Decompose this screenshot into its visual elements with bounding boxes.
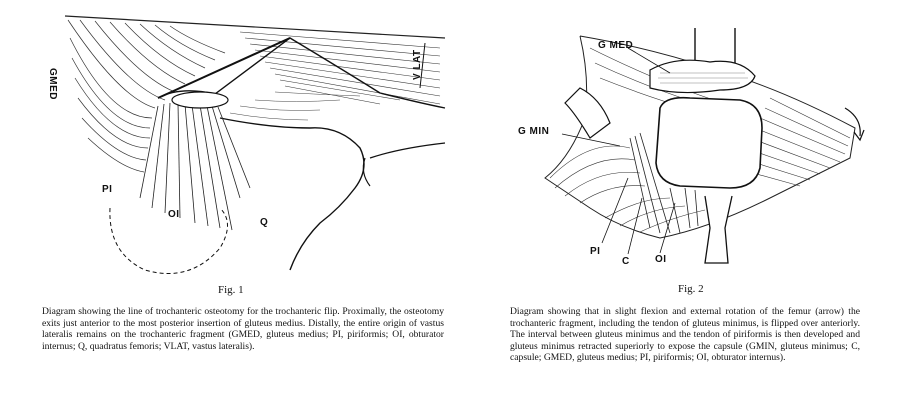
figure-2-title: Fig. 2 [678, 283, 704, 295]
figure-1-caption: Diagram showing the line of trochanteric… [42, 306, 444, 352]
label-c: C [622, 256, 630, 267]
figure-1-illustration [64, 15, 446, 274]
label-vlat: V LAT [412, 49, 423, 80]
label-gmin: G MIN [518, 126, 550, 137]
label-oi-fig2: OI [655, 254, 667, 265]
label-gmed-fig2: G MED [598, 40, 634, 51]
label-oi: OI [168, 209, 180, 220]
label-pi: PI [102, 184, 113, 195]
figure-2: G MED G MIN PI C OI Fig. 2 Diagram showi… [510, 28, 870, 403]
figure-1: GMED V LAT PI OI Q Fig. 1 Diagram showin… [40, 8, 460, 403]
label-q: Q [260, 217, 269, 228]
figure-2-illustration [544, 28, 865, 264]
label-pi-fig2: PI [590, 246, 601, 257]
label-gmed: GMED [47, 68, 58, 100]
figure-1-title: Fig. 1 [218, 284, 244, 296]
figure-2-caption: Diagram showing that in slight flexion a… [510, 306, 860, 364]
